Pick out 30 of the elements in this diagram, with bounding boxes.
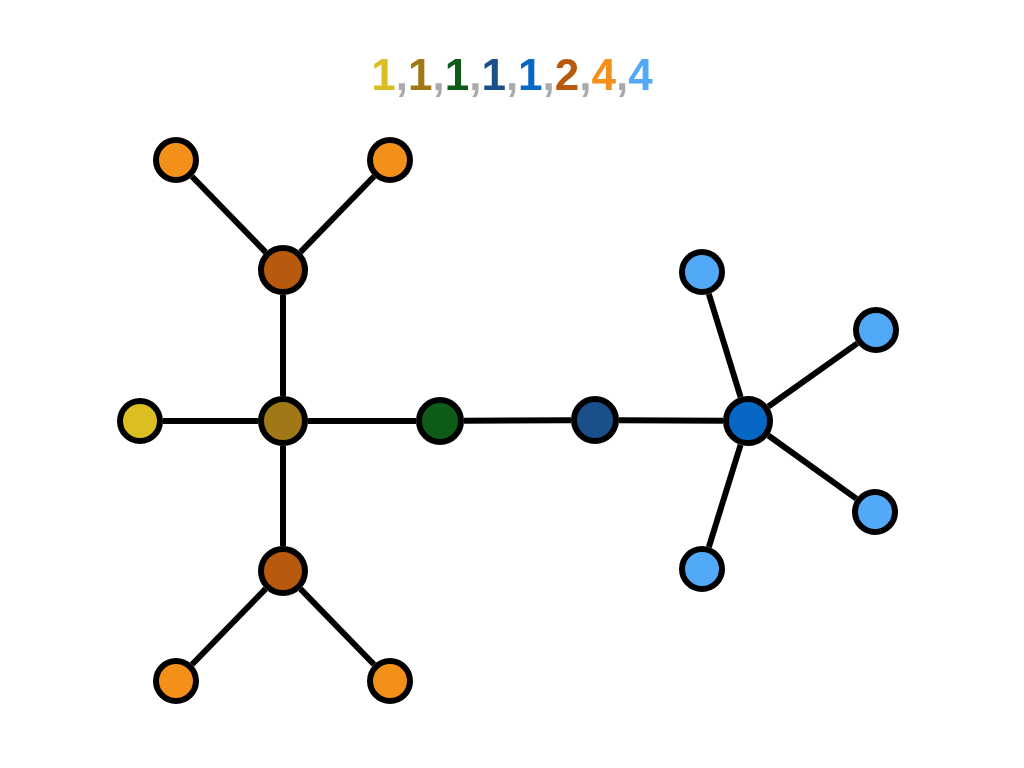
graph-node-circle	[258, 245, 308, 295]
edge-line	[298, 586, 377, 667]
edge-line	[766, 433, 859, 502]
graph-node-circle	[571, 396, 619, 444]
graph-node-circle	[416, 397, 464, 445]
graph-node-circle	[679, 546, 725, 592]
edge-line	[618, 417, 724, 424]
title: 1,1,1,1,1,2,4,4	[370, 50, 654, 100]
graph-node-circle	[367, 658, 413, 704]
graph-node-circle	[852, 489, 898, 535]
graph-node-circle	[153, 658, 199, 704]
graph-node-circle	[153, 137, 199, 183]
graph-node-circle	[117, 398, 163, 444]
graph-node-circle	[258, 396, 308, 446]
graph-node-circle	[367, 137, 413, 183]
edge-line	[280, 295, 286, 396]
graph-node-circle	[679, 249, 725, 295]
edge-line	[705, 444, 744, 548]
edge-line	[280, 446, 286, 546]
graph-node-circle	[853, 307, 899, 353]
edge-line	[298, 174, 377, 255]
graph-node-circle	[723, 396, 773, 446]
edge-line	[189, 586, 268, 667]
edge-line	[308, 418, 416, 424]
edge-line	[766, 340, 859, 409]
edge-line	[189, 174, 268, 255]
edge-line	[463, 417, 572, 424]
edge-line	[705, 293, 744, 398]
edge-line	[163, 418, 258, 424]
graph-node-circle	[258, 546, 308, 596]
